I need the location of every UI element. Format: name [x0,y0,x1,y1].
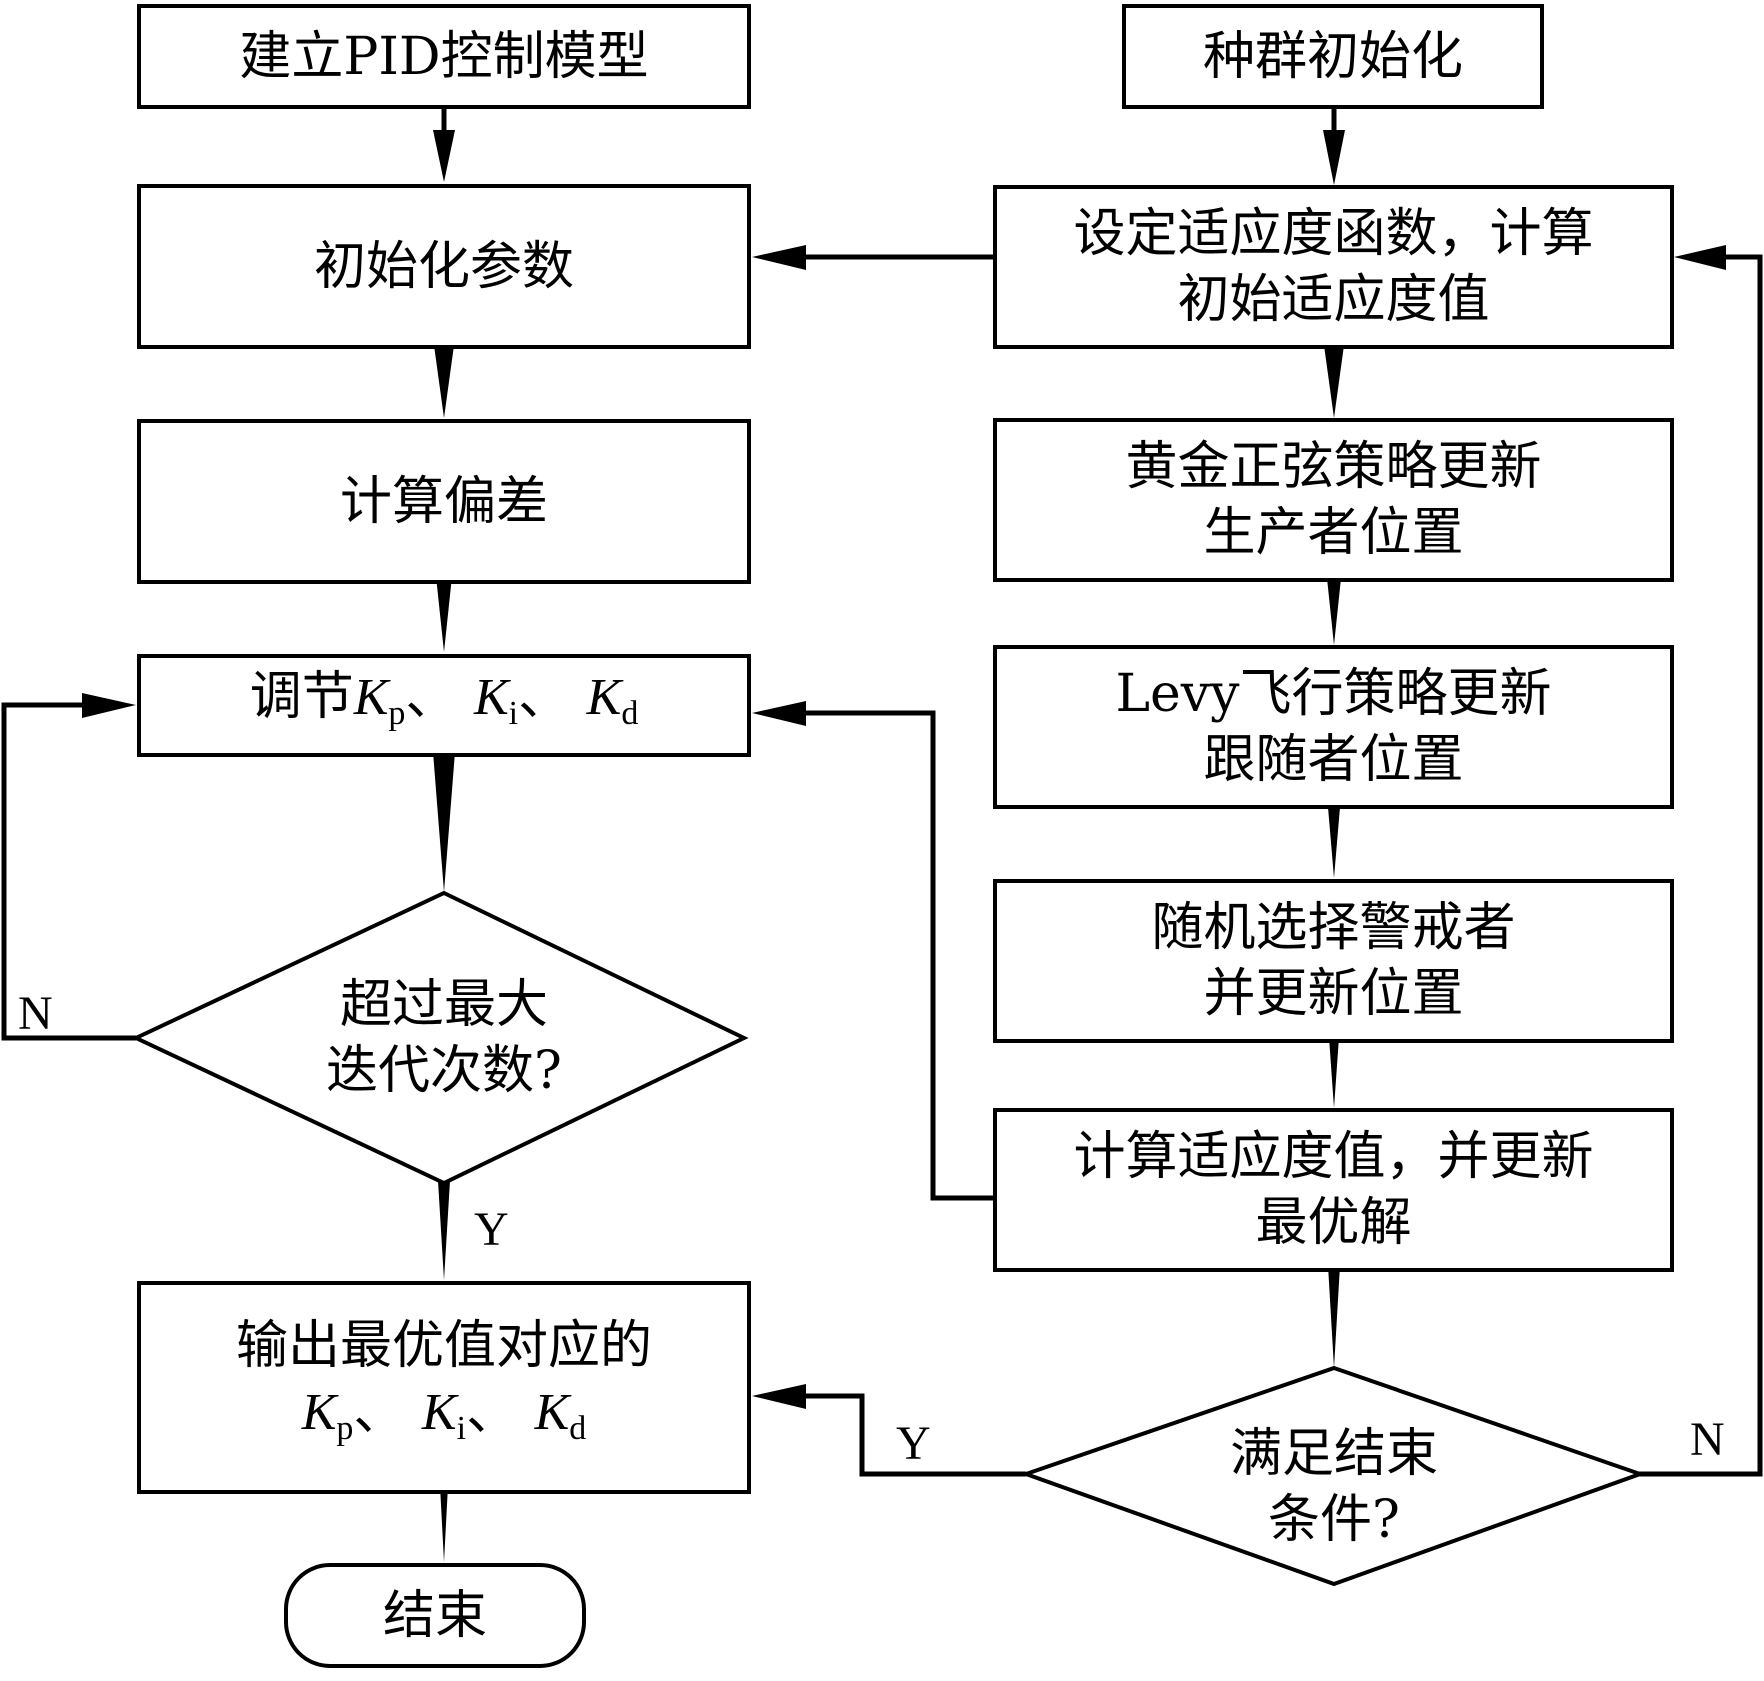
arrowhead-down [433,338,455,418]
decision-end-condition-label: 满足结束 条件? [1229,1424,1438,1550]
compute-error-box: 计算偏差 [137,419,751,584]
adjust-gains-label: 调节Kp、 Ki、 Kd [249,667,639,732]
loop-no-max-iter [1,702,136,1041]
max-iter-no-label: N [18,987,53,1040]
arrowhead-left [752,245,806,270]
decision-end-condition-shape [1019,1365,1647,1587]
init-params-box: 初始化参数 [137,184,751,349]
build-pid-model-box: 建立PID控制模型 [137,4,751,109]
compute-error-label: 计算偏差 [339,471,548,532]
output-optimal-line2: Kp、 Ki、 Kd [301,1382,587,1447]
end-terminal: 结束 [284,1563,586,1668]
output-optimal-line1: 输出最优值对应的 [235,1316,652,1376]
update-best-box: 计算适应度值，并更新 最优解 [993,1108,1674,1272]
end-label: 结束 [382,1585,487,1646]
end-condition-no-label: N [1690,1413,1725,1466]
arrowhead-down [433,130,455,182]
loop-endcond-no [1638,254,1763,1477]
decision-max-iter-shape [131,890,749,1186]
population-init-box: 种群初始化 [1122,4,1544,109]
alert-update-box: 随机选择警戒者 并更新位置 [993,879,1674,1043]
arrowhead-down [433,752,455,892]
arrow-endcond-yes-to-output [806,1393,1026,1477]
max-iter-yes-label: Y [474,1203,509,1256]
golden-sine-box: 黄金正弦策略更新 生产者位置 [993,418,1674,582]
arrowhead-right [82,693,136,718]
arrowhead-left [752,701,806,726]
arrowhead-down [1323,130,1345,185]
output-optimal-box: 输出最优值对应的 Kp、 Ki、 Kd [137,1281,751,1494]
arrowhead-left [752,1384,806,1409]
decision-max-iter-label: 超过最大 迭代次数? [326,975,562,1101]
fitness-setup-box: 设定适应度函数，计算 初始适应度值 [993,185,1674,349]
build-pid-model-label: 建立PID控制模型 [239,26,649,87]
arrowhead-left [1674,245,1726,270]
init-params-label: 初始化参数 [313,236,574,297]
arrowhead-down [1323,338,1345,418]
adjust-gains-box: 调节Kp、 Ki、 Kd [137,654,751,757]
arrow-best-to-adjust [806,710,1000,1201]
end-condition-yes-label: Y [896,1417,931,1470]
population-init-label: 种群初始化 [1202,26,1463,87]
levy-flight-box: Levy飞行策略更新 跟随者位置 [993,645,1674,809]
